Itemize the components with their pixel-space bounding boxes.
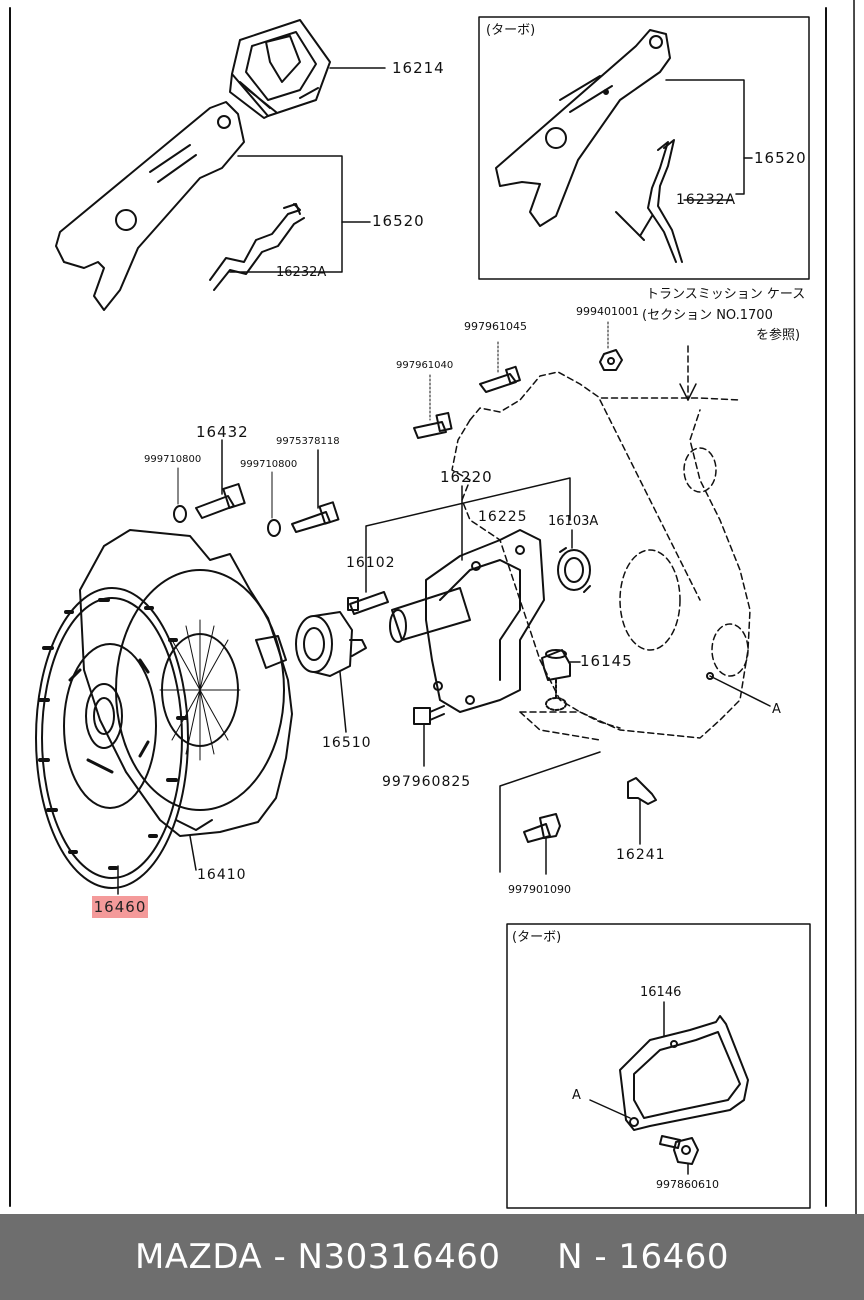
label-16432: 16432 <box>196 423 249 441</box>
label-16103a: 16103A <box>548 514 599 529</box>
label-16460-highlighted: 16460 <box>92 896 148 918</box>
label-16146: 16146 <box>640 985 682 1000</box>
fork-16520-main-drawing <box>55 101 371 311</box>
seal-16103a-drawing <box>557 529 591 593</box>
label-997960825: 997960825 <box>382 774 472 790</box>
pressure-plate-16410-drawing <box>79 529 293 871</box>
label-16214: 16214 <box>392 59 445 77</box>
turbo-inset-box-bottom <box>506 923 811 1209</box>
clip-16232a-main-drawing <box>209 203 305 291</box>
release-bearing-16510-drawing <box>295 611 367 733</box>
cover-16146-drawing <box>589 1001 749 1131</box>
pointer-a-main <box>709 675 771 707</box>
exploded-clutch-diagram <box>9 0 857 1214</box>
label-9975378118: 9975378118 <box>276 436 340 447</box>
label-16220: 16220 <box>440 468 493 486</box>
label-a-turbo: A <box>572 1088 581 1103</box>
washer-999710800-b-drawing <box>267 471 281 537</box>
label-16510: 16510 <box>322 735 372 751</box>
guide-tube-16220-drawing <box>389 485 545 713</box>
label-trans-case-line2: (セクション NO.1700 <box>642 308 773 323</box>
clutch-disc-16460-drawing <box>35 587 189 895</box>
label-16520-main: 16520 <box>372 212 425 230</box>
label-16410: 16410 <box>197 867 247 883</box>
footer-bar: MAZDA - N30316460 N - 16460 <box>0 1214 864 1300</box>
washer-999710800-a-drawing <box>173 467 187 523</box>
label-999710800-a: 999710800 <box>144 454 202 465</box>
label-16102: 16102 <box>346 555 396 571</box>
page-border <box>9 0 857 1214</box>
boot-16214-drawing <box>229 19 386 119</box>
label-997901090: 997901090 <box>508 883 571 896</box>
nut-999401001-drawing <box>599 321 623 371</box>
bolt-997960825-drawing <box>413 705 445 767</box>
fork-16520-turbo-drawing <box>495 29 753 263</box>
label-16232a-turbo: 16232A <box>676 192 737 208</box>
clip-16241-drawing <box>627 777 657 845</box>
stud-16102-drawing <box>347 477 571 615</box>
label-16225: 16225 <box>478 509 528 525</box>
label-16241: 16241 <box>616 847 666 863</box>
label-16520-turbo: 16520 <box>754 149 807 167</box>
label-999401001: 999401001 <box>576 305 639 318</box>
label-trans-case-line1: トランスミッション ケース <box>646 287 806 302</box>
transmission-case-drawing <box>451 371 751 741</box>
bolt-997901090-drawing <box>499 751 601 875</box>
bolt-997860610-drawing <box>659 1135 699 1175</box>
label-16232a-main: 16232A <box>276 265 327 280</box>
label-999710800-b: 999710800 <box>240 459 298 470</box>
bolt-997961045-drawing <box>479 341 521 393</box>
label-turbo-bottom: (ターボ) <box>512 930 562 945</box>
bolt-997961040-drawing <box>413 374 453 439</box>
boot-16145-drawing <box>541 649 581 711</box>
bolt-9975378118-drawing <box>291 449 340 533</box>
label-16145: 16145 <box>580 652 633 670</box>
label-turbo-top: (ターボ) <box>486 23 536 38</box>
label-997961045: 997961045 <box>464 320 527 333</box>
label-trans-case-line3: を参照) <box>756 328 801 343</box>
bolt-16432-drawing <box>195 439 246 519</box>
parts-diagram: 16214 16520 16232A (ターボ) 16520 16232A トラ… <box>9 0 857 1214</box>
turbo-inset-box-top <box>478 16 810 280</box>
label-997961040: 997961040 <box>396 360 454 371</box>
label-997860610: 997860610 <box>656 1178 719 1191</box>
footer-part-number: MAZDA - N30316460 N - 16460 <box>134 1237 730 1277</box>
label-a-main: A <box>772 702 781 717</box>
